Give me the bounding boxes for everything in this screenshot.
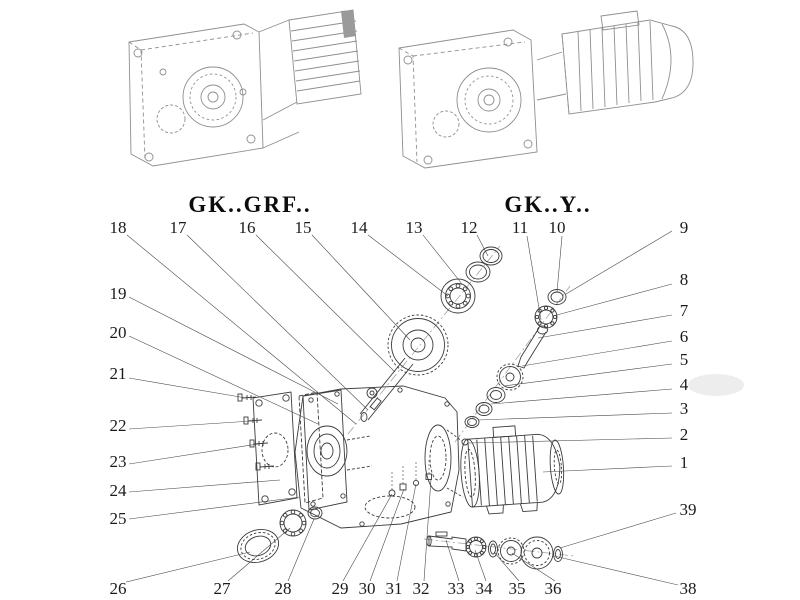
output-seal-and-bearing xyxy=(236,506,323,563)
axis-centerlines xyxy=(347,245,575,557)
finned-cover xyxy=(288,9,362,105)
callout-15: 15 xyxy=(295,218,312,237)
fan-cowl xyxy=(549,439,565,495)
callout-12: 12 xyxy=(461,218,478,237)
gearbox-grf-drawing xyxy=(128,9,362,167)
flange-bolt xyxy=(243,416,263,425)
leader-lines xyxy=(125,230,679,586)
callout-2: 2 xyxy=(680,425,689,444)
gasket-shim xyxy=(298,391,324,504)
callout-27: 27 xyxy=(214,579,232,598)
callout-6: 6 xyxy=(680,327,689,346)
callout-26: 26 xyxy=(110,579,127,598)
callout-4: 4 xyxy=(680,375,689,394)
callout-39: 39 xyxy=(680,500,697,519)
callout-38: 38 xyxy=(680,579,697,598)
mounting-flange-and-bolts xyxy=(237,391,324,506)
callout-numbers: 18 17 16 15 14 13 12 11 10 19 20 21 22 2… xyxy=(110,218,697,598)
output-bearing xyxy=(465,536,487,558)
callout-24: 24 xyxy=(110,481,128,500)
fasteners-and-keys xyxy=(388,458,432,497)
callout-33: 33 xyxy=(448,579,465,598)
shaft-key xyxy=(369,397,382,411)
callout-23: 23 xyxy=(110,452,127,471)
gearbox-housing xyxy=(294,385,464,529)
terminal-box xyxy=(492,425,517,438)
lower-bearing xyxy=(279,509,307,537)
motor-input-assembly xyxy=(461,289,567,446)
output-key xyxy=(435,531,448,537)
electric-motor xyxy=(460,425,565,515)
output-shaft-assembly xyxy=(426,531,563,570)
model-label-y: GK..Y.. xyxy=(504,192,591,217)
callout-21: 21 xyxy=(110,364,127,383)
callout-9: 9 xyxy=(680,218,689,237)
callout-13: 13 xyxy=(406,218,423,237)
callout-5: 5 xyxy=(680,350,689,369)
callout-18: 18 xyxy=(110,218,127,237)
motor-overview xyxy=(561,10,694,115)
callout-22: 22 xyxy=(110,416,127,435)
callout-29: 29 xyxy=(332,579,349,598)
callout-34: 34 xyxy=(476,579,494,598)
callout-14: 14 xyxy=(351,218,369,237)
callout-1: 1 xyxy=(680,453,689,472)
callout-36: 36 xyxy=(545,579,562,598)
callout-3: 3 xyxy=(680,399,689,418)
flange-bolt xyxy=(249,439,269,448)
callout-32: 32 xyxy=(413,579,430,598)
callout-16: 16 xyxy=(239,218,256,237)
pinion-bearing xyxy=(534,305,558,329)
callout-11: 11 xyxy=(512,218,528,237)
callout-35: 35 xyxy=(509,579,526,598)
callout-19: 19 xyxy=(110,284,127,303)
callout-10: 10 xyxy=(549,218,566,237)
flange-bolt xyxy=(255,462,275,471)
callout-7: 7 xyxy=(680,301,689,320)
callout-17: 17 xyxy=(170,218,188,237)
callout-30: 30 xyxy=(359,579,376,598)
gearbox-y-drawing xyxy=(398,10,694,169)
input-bearing xyxy=(440,278,476,314)
callout-31: 31 xyxy=(386,579,403,598)
callout-8: 8 xyxy=(680,270,689,289)
model-label-grf: GK..GRF.. xyxy=(188,192,311,217)
input-shaft-assembly xyxy=(359,246,503,422)
callout-25: 25 xyxy=(110,509,127,528)
callout-20: 20 xyxy=(110,323,127,342)
callout-28: 28 xyxy=(275,579,292,598)
watermark-smudge xyxy=(688,374,744,396)
